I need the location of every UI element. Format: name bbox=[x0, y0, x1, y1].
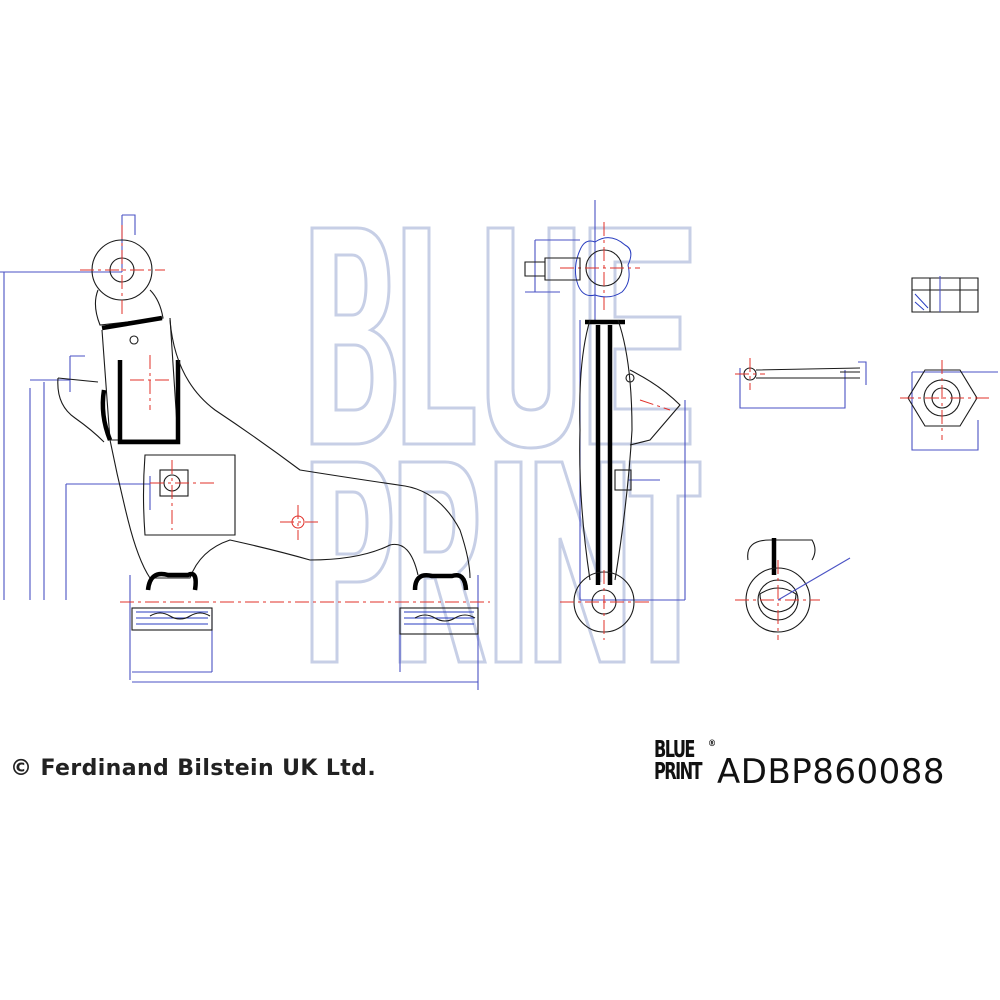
castle-nut-side-view bbox=[911, 276, 979, 313]
ball-joint-detail-view bbox=[735, 538, 851, 640]
castle-nut-hex-view bbox=[900, 360, 998, 451]
logo-line-2: PRINT bbox=[654, 758, 703, 785]
blue-print-logo: BLUE PRINT ® bbox=[654, 737, 717, 802]
logo-line-1: BLUE bbox=[654, 737, 695, 763]
registered-mark: ® bbox=[708, 739, 717, 749]
part-number: ADBP860088 bbox=[717, 752, 946, 792]
copyright-notice: © Ferdinand Bilstein UK Ltd. bbox=[10, 756, 377, 781]
control-arm-front-view bbox=[0, 214, 490, 690]
cotter-pin-view bbox=[735, 358, 867, 409]
control-arm-side-view bbox=[524, 200, 686, 640]
watermark bbox=[310, 226, 702, 664]
